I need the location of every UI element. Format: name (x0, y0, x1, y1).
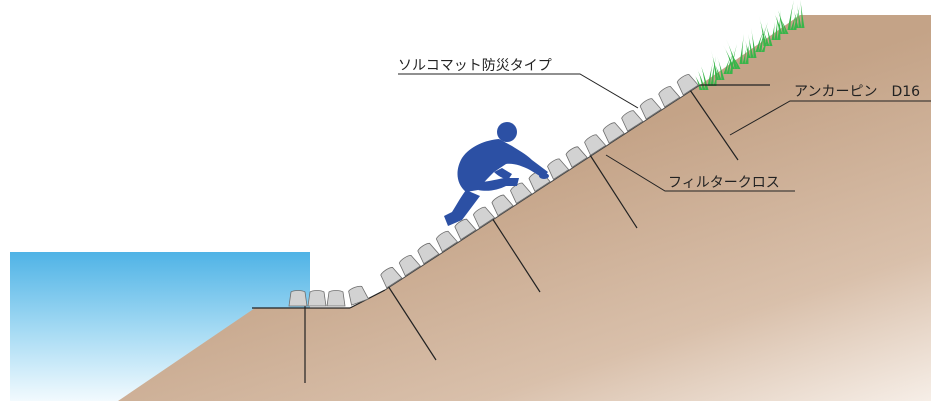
grass-blade (717, 56, 725, 80)
mat-block (676, 74, 699, 96)
mat-block (491, 194, 514, 217)
grass-blade (779, 16, 789, 34)
grass-blade (748, 34, 754, 58)
filter-cloth-label: フィルタークロス (668, 175, 780, 191)
mat-block (326, 290, 346, 307)
mat-block (658, 86, 681, 108)
grass-blade (751, 28, 757, 58)
grass-blade (797, 4, 802, 28)
filter-cloth-line-slope (384, 84, 701, 291)
grass-blade (787, 0, 794, 30)
grass-blade (711, 50, 719, 80)
grass-blade (762, 28, 770, 46)
filter-leader-line (605, 154, 795, 192)
mat-block (639, 98, 662, 120)
mat-block (602, 122, 625, 144)
mat-block (307, 290, 327, 307)
mat-block (348, 285, 370, 306)
grass-blade (755, 28, 765, 52)
mat-block (547, 158, 570, 180)
leader-lines (398, 73, 931, 192)
mat-block (472, 206, 496, 229)
solco-mat (288, 74, 699, 307)
mat-block (454, 218, 477, 241)
grass-blade (759, 16, 767, 46)
mat-block (565, 146, 588, 168)
mat-block (398, 254, 421, 277)
grass-blade (739, 34, 744, 64)
grass-blade (696, 66, 706, 90)
grass-blade (699, 60, 709, 90)
soil-embankment (118, 15, 931, 401)
anchor-pin (491, 217, 541, 293)
mat-leader-line (398, 73, 639, 109)
anchor-pins (304, 89, 739, 383)
mat-block (288, 290, 308, 307)
grass-blade (800, 0, 805, 28)
mat-block (435, 230, 459, 253)
anchor-pin-label: アンカーピン D16 (794, 84, 920, 100)
grass-blade (729, 51, 741, 69)
grass-blade (774, 16, 778, 40)
anchor-leader-line (729, 100, 931, 136)
grass-blade (771, 22, 775, 40)
mat-block (380, 267, 403, 289)
anchor-pin (387, 285, 437, 361)
grass-blade (714, 62, 722, 80)
anchor-pin (589, 154, 638, 229)
mat-label: ソルコマット防災タイプ (398, 58, 552, 74)
grass-icon (693, 0, 805, 90)
grass-blade (776, 4, 786, 34)
grass-blade (765, 22, 773, 46)
grass-blade (723, 45, 735, 69)
grass-blade (726, 39, 738, 69)
grass-blade (723, 56, 731, 74)
grass-blade (745, 40, 751, 58)
anchor-pin (689, 89, 739, 161)
mat-block (621, 110, 644, 132)
mat-block (417, 242, 440, 265)
grass-blade (710, 56, 716, 86)
climbing-person-icon (444, 122, 549, 226)
grass-blade (742, 46, 747, 64)
grass-blade (794, 10, 799, 28)
mat-block (584, 134, 607, 156)
grass-blade (773, 10, 783, 34)
grass-blade (707, 62, 713, 86)
